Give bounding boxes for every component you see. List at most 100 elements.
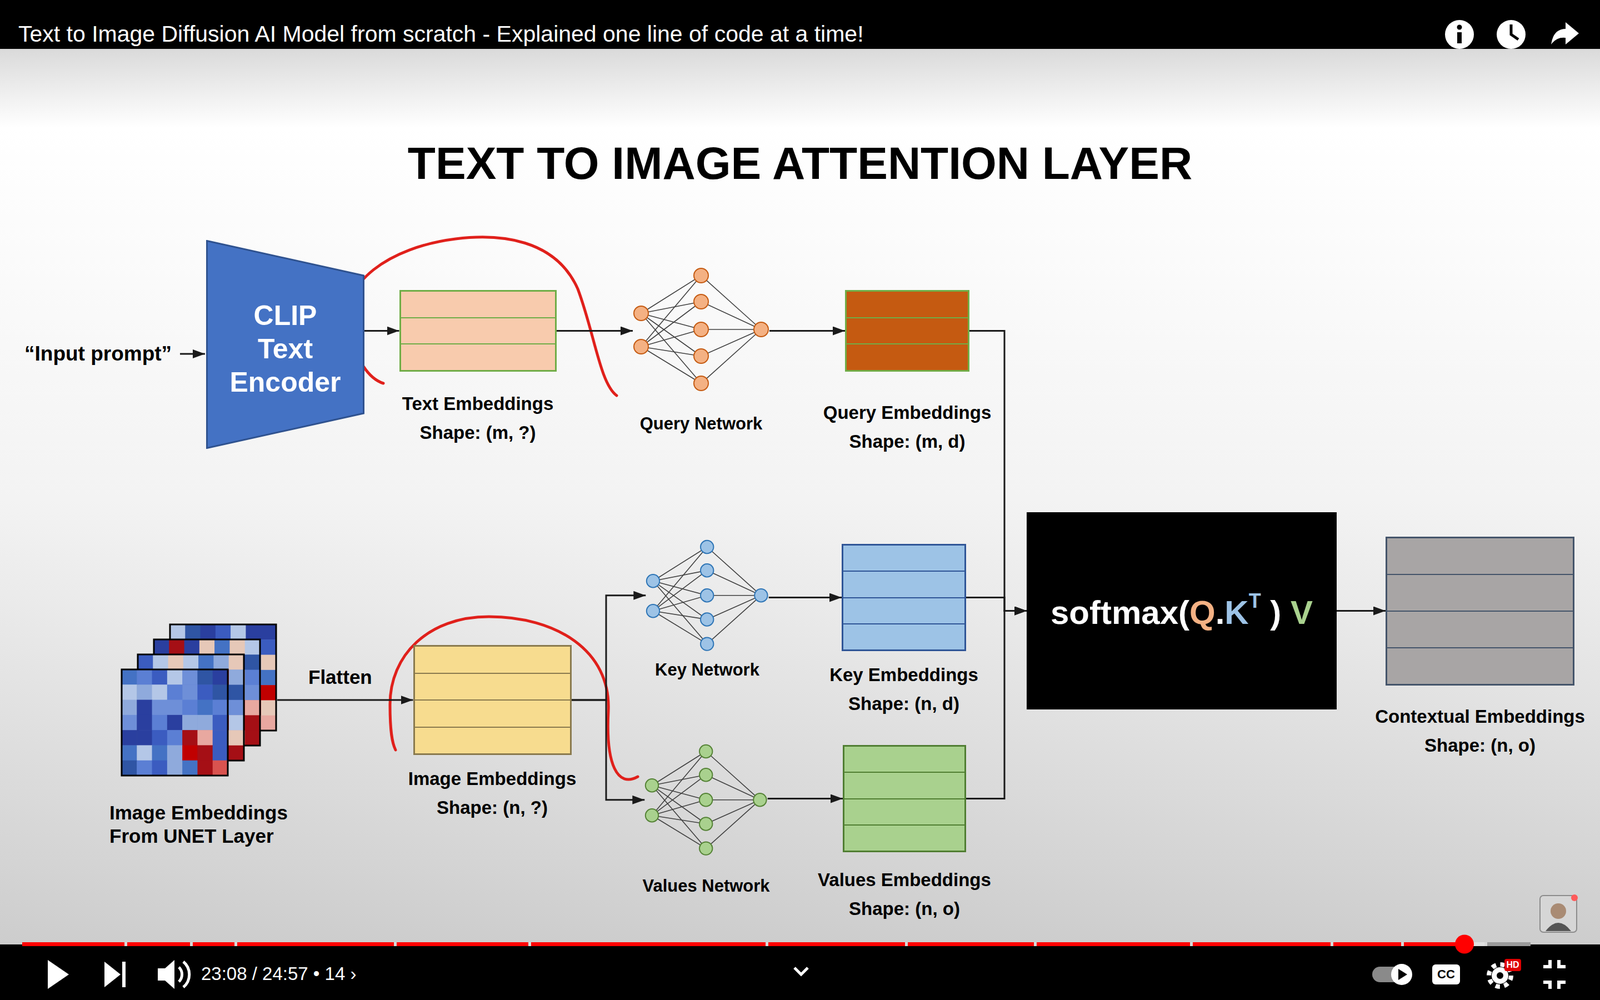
feature-cell [170, 624, 186, 640]
network-link [701, 275, 762, 330]
matrix-row [843, 623, 965, 650]
fullscreen-exit-icon [1543, 960, 1566, 989]
chevron-icon [794, 967, 808, 975]
feature-cell [183, 654, 199, 670]
feature-map-stack: Image Embeddings From UNET Layer [109, 623, 310, 848]
node-label: Text Embeddings [402, 392, 554, 415]
control-bar [0, 947, 1600, 1000]
matrix-row [844, 798, 965, 825]
feature-cell [182, 715, 198, 731]
network-link [706, 800, 760, 824]
network-link [707, 595, 762, 620]
neuron [700, 612, 714, 626]
network-neurons [646, 540, 768, 651]
neuron [693, 294, 709, 309]
embedding-matrix: Image EmbeddingsShape: (n, ?) [408, 645, 577, 819]
feature-cell [197, 730, 213, 746]
formula-symbol: K [1224, 593, 1249, 632]
input-prompt: “Input prompt” [24, 341, 172, 367]
feature-cell [136, 760, 153, 777]
feature-cell [197, 700, 213, 716]
matrix-row [415, 646, 570, 673]
feature-cell [245, 730, 261, 747]
share-icon [1551, 22, 1579, 45]
feature-cell [199, 639, 215, 655]
feature-cell [182, 730, 198, 746]
network-link [653, 581, 708, 596]
network-link [652, 775, 707, 816]
network-link [641, 313, 702, 330]
arrow-connector [277, 699, 414, 702]
feature-cell [197, 715, 213, 731]
formula-symbol: V [1290, 593, 1313, 632]
network-link [652, 815, 707, 849]
edge-label: Flatten [308, 665, 373, 689]
attention-formula: softmax(Q.KT ) V [1050, 588, 1313, 633]
network-icon [632, 267, 770, 392]
neuron [753, 322, 769, 337]
feature-cell [121, 745, 138, 761]
matrix-box [841, 543, 967, 652]
feature-cell [212, 700, 229, 716]
feature-cell [197, 684, 213, 700]
feature-cell [167, 669, 183, 685]
video-title: Text to Image Diffusion AI Model from sc… [18, 20, 864, 48]
arrow-connector [969, 331, 1027, 612]
network-link [653, 570, 708, 612]
feature-cell [212, 684, 229, 700]
network-link [652, 800, 707, 816]
neuron [646, 604, 660, 618]
matrix-row [1387, 573, 1573, 611]
hd-badge-ground [1504, 958, 1522, 972]
feature-cell [182, 684, 198, 700]
feature-cell [153, 639, 170, 655]
arrow-connector [571, 700, 645, 800]
network-link [653, 547, 708, 612]
feature-cell [167, 684, 183, 700]
neuron [693, 268, 709, 283]
network-link [641, 329, 702, 347]
feature-stack-icon [120, 623, 278, 777]
prompt-arrow [180, 353, 205, 355]
feature-cell [197, 669, 213, 685]
arrow-connector [556, 330, 634, 332]
network-link [653, 611, 708, 620]
node-label: Shape: (n, o) [848, 897, 960, 920]
matrix-row [844, 824, 965, 851]
feature-cell [228, 685, 245, 701]
network-link [653, 611, 708, 644]
feature-cell [228, 745, 245, 762]
network-icon [644, 743, 768, 857]
feature-cell [261, 670, 277, 686]
feature-cell [228, 654, 245, 670]
feature-cell [152, 745, 168, 761]
formula-symbol: T [1248, 589, 1262, 613]
neural-network: Key Network [645, 539, 769, 680]
network-link [641, 346, 702, 384]
feature-cell [228, 700, 245, 716]
matrix-row [415, 726, 570, 754]
embedding-matrix: Values EmbeddingsShape: (n, o) [817, 745, 992, 920]
feature-cell [136, 730, 153, 746]
node-label: Contextual Embeddings [1375, 705, 1585, 728]
neuron [700, 637, 714, 650]
feature-cell [136, 715, 153, 731]
matrix-box [845, 290, 970, 372]
arrow-connector [966, 597, 1027, 612]
feature-cell [121, 760, 138, 777]
feature-cell [212, 745, 229, 761]
attention-formula-box: softmax(Q.KT ) V [1026, 512, 1337, 710]
network-links [641, 275, 762, 384]
network-links [652, 751, 760, 849]
matrix-row [846, 343, 968, 370]
arrow-connector [571, 595, 647, 700]
feature-cell [152, 684, 168, 700]
network-link [641, 313, 702, 357]
network-icon [645, 539, 769, 652]
matrix-row [846, 317, 968, 344]
feature-cell [168, 654, 184, 670]
node-label: Key Embeddings [829, 663, 979, 687]
feature-cell [168, 639, 185, 655]
node-label: Image Embeddings From UNET Layer [109, 801, 310, 848]
feature-cell [167, 745, 183, 761]
